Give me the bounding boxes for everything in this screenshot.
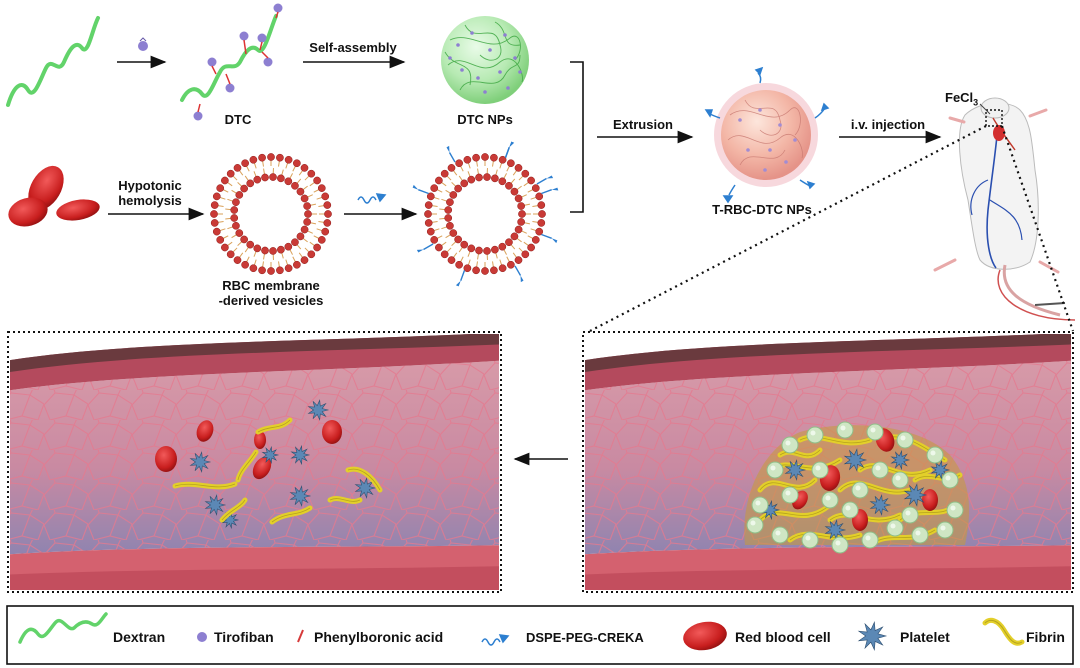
peptide-molecule	[357, 193, 387, 204]
legend-dextran-icon	[18, 612, 108, 644]
label-iv-injection: i.v. injection	[850, 117, 926, 132]
rbc-vesicle	[210, 153, 332, 275]
label-dtc: DTC	[224, 112, 252, 127]
label-self-assembly: Self-assembly	[309, 40, 397, 55]
vessel-after-treatment	[10, 334, 499, 590]
legend-dextran-label: Dextran	[113, 629, 166, 645]
legend-tirofiban-icon	[197, 632, 207, 642]
zoom-line-right	[1000, 125, 1075, 332]
label-fecl-subscript: 3	[973, 97, 979, 108]
legend-dspe-label: DSPE-PEG-CREKA	[526, 630, 644, 645]
label-fecl-text: FeCl	[945, 90, 974, 105]
dtc-strand	[180, 14, 278, 102]
legend-phenylboronic-label: Phenylboronic acid	[314, 629, 444, 645]
label-extrusion: Extrusion	[613, 117, 673, 132]
merge-bracket	[570, 61, 584, 213]
panel-left	[7, 331, 502, 593]
rat-illustration	[933, 97, 1076, 321]
legend-platelet-icon	[857, 621, 888, 651]
label-hemolysis: hemolysis	[118, 193, 182, 208]
dtc-nanoparticle	[441, 16, 529, 104]
red-blood-cells	[8, 165, 100, 227]
tirofiban-molecule	[138, 41, 148, 51]
zoom-line-left	[589, 125, 987, 332]
dtc-tirofiban-group	[193, 3, 283, 121]
legend-rbc-label: Red blood cell	[735, 629, 831, 645]
panel-right	[582, 331, 1074, 593]
legend-peptide-icon	[481, 634, 510, 646]
label-dtc-nps: DTC NPs	[457, 112, 513, 127]
legend-phenylboronic-icon	[297, 629, 304, 643]
vessel-thrombus	[585, 334, 1071, 590]
label-hypotonic: Hypotonic	[118, 178, 182, 193]
legend-rbc-icon	[683, 621, 727, 651]
dextran-strand	[6, 16, 100, 107]
label-derived-vesicles: -derived vesicles	[218, 293, 324, 308]
label-t-rbc-dtc-nps: T-RBC-DTC NPs	[712, 202, 812, 217]
legend-fibrin-label: Fibrin	[1026, 629, 1065, 645]
label-rbc-membrane: RBC membrane	[222, 278, 320, 293]
label-fecl3: FeCl3	[945, 90, 978, 111]
t-rbc-dtc-nanoparticle	[704, 66, 830, 204]
legend-tirofiban-label: Tirofiban	[214, 629, 274, 645]
rbc-vesicle-peptide	[412, 141, 559, 287]
legend-box	[6, 605, 1074, 665]
legend-platelet-label: Platelet	[900, 629, 950, 645]
